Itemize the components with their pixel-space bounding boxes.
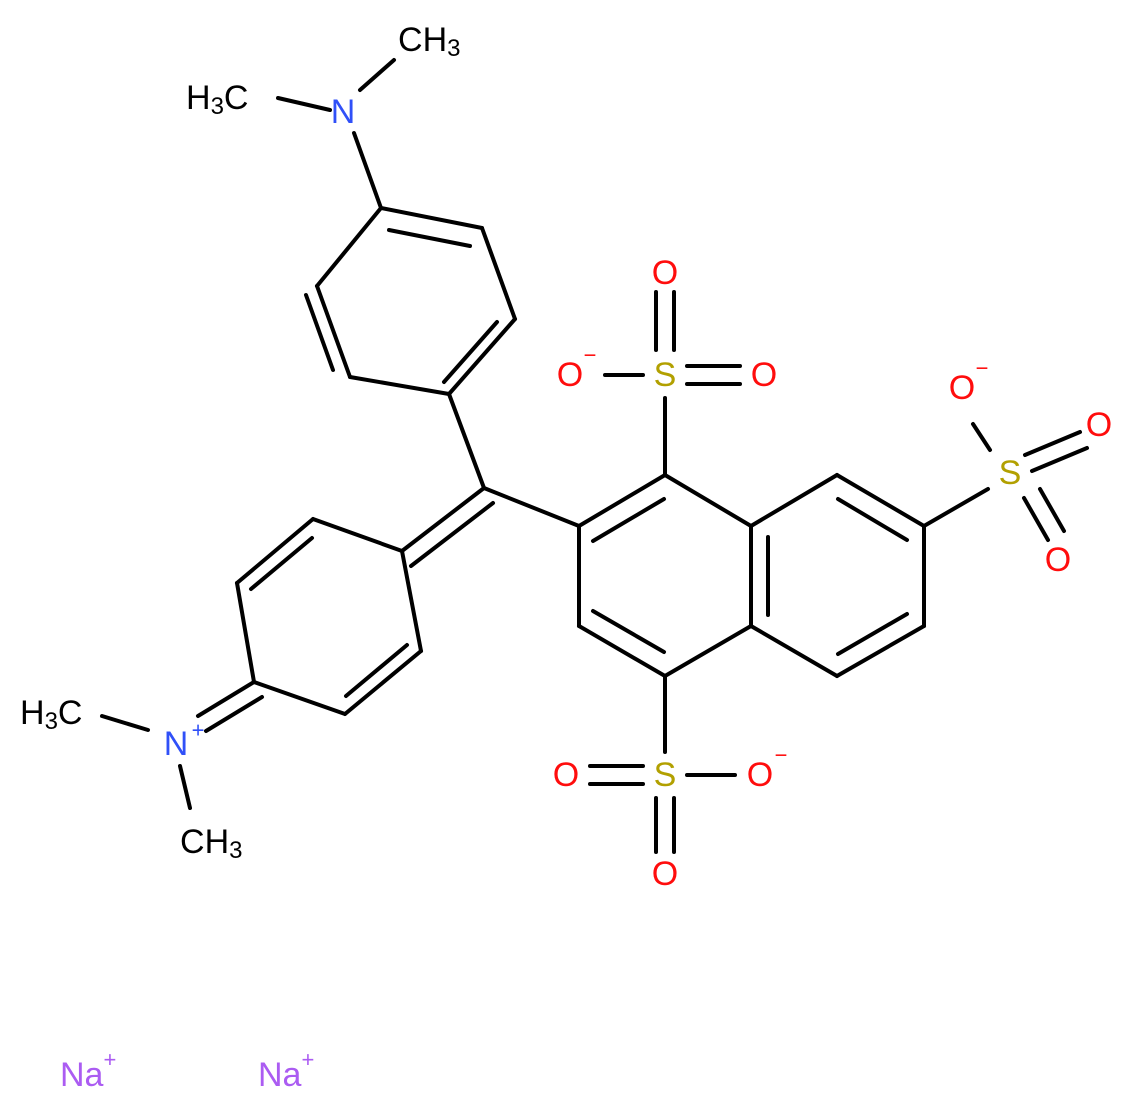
bond [358, 58, 396, 92]
bond [836, 497, 909, 542]
bond [344, 643, 409, 698]
bond [252, 680, 347, 716]
o-s3-minus-sign: − [775, 743, 788, 768]
n-left-charge: + [192, 718, 205, 743]
o-s3-minus: O [747, 756, 773, 794]
bond [315, 206, 383, 288]
bond [235, 517, 315, 585]
bond [447, 392, 486, 490]
bond [442, 320, 499, 384]
s3-label: S [654, 756, 677, 794]
s1-label: S [654, 356, 677, 394]
bond [1030, 446, 1089, 473]
s2-label: S [999, 454, 1022, 492]
o-s1-minus-sign: − [584, 343, 597, 368]
bond [387, 228, 472, 248]
bond [835, 624, 926, 678]
o-s3-left: O [553, 756, 579, 794]
o-s2-minus: O [949, 369, 975, 407]
methyl-top-right: CH3 [398, 21, 460, 62]
bond [1023, 430, 1082, 457]
bond [249, 536, 314, 591]
bond [400, 486, 486, 553]
sodium-ion-1: Na+ [60, 1047, 116, 1095]
bond [591, 609, 666, 654]
bond [591, 497, 666, 543]
bond [196, 680, 256, 718]
bond [577, 624, 667, 678]
bond [178, 764, 192, 810]
bond [663, 624, 753, 678]
bond [447, 317, 517, 396]
bond [836, 612, 909, 656]
bond [343, 649, 423, 716]
o-s2-right: O [1086, 406, 1112, 444]
o-s1-right: O [751, 356, 777, 394]
bond [315, 284, 352, 379]
o-s3-bottom: O [652, 855, 678, 893]
bond [400, 549, 423, 653]
methyl-top-left: H3C [186, 79, 248, 120]
n-left-label: N [164, 725, 189, 763]
bond [922, 487, 990, 528]
bond [352, 131, 383, 210]
bond [482, 486, 581, 528]
methyl-left-top: H3C [20, 694, 82, 735]
bond [379, 206, 484, 230]
bond [204, 695, 264, 733]
bond [971, 422, 992, 452]
bond [835, 473, 926, 528]
atom-labels: N CH3 H3C N + H3C CH3 S O − O O S O − O … [20, 21, 1112, 1094]
bond [1038, 487, 1066, 533]
bond [304, 293, 335, 372]
bond [348, 375, 451, 396]
o-s2-minus-sign: − [976, 356, 989, 381]
bond [409, 501, 495, 568]
o-s1-top: O [652, 254, 678, 292]
bonds [100, 58, 1089, 854]
bond [577, 473, 667, 528]
bond [276, 96, 332, 112]
methyl-left-bottom: CH3 [180, 823, 242, 864]
bond [749, 473, 839, 528]
bond [100, 714, 150, 732]
bond [749, 624, 839, 678]
bond [235, 581, 256, 684]
n-top-label: N [331, 93, 356, 131]
sodium-ion-2: Na+ [258, 1047, 314, 1095]
bond [311, 517, 404, 553]
o-s1-minus: O [557, 356, 583, 394]
bond [663, 473, 753, 528]
bond [1022, 496, 1050, 542]
o-s2-bottom: O [1045, 541, 1071, 579]
bond [480, 226, 517, 321]
